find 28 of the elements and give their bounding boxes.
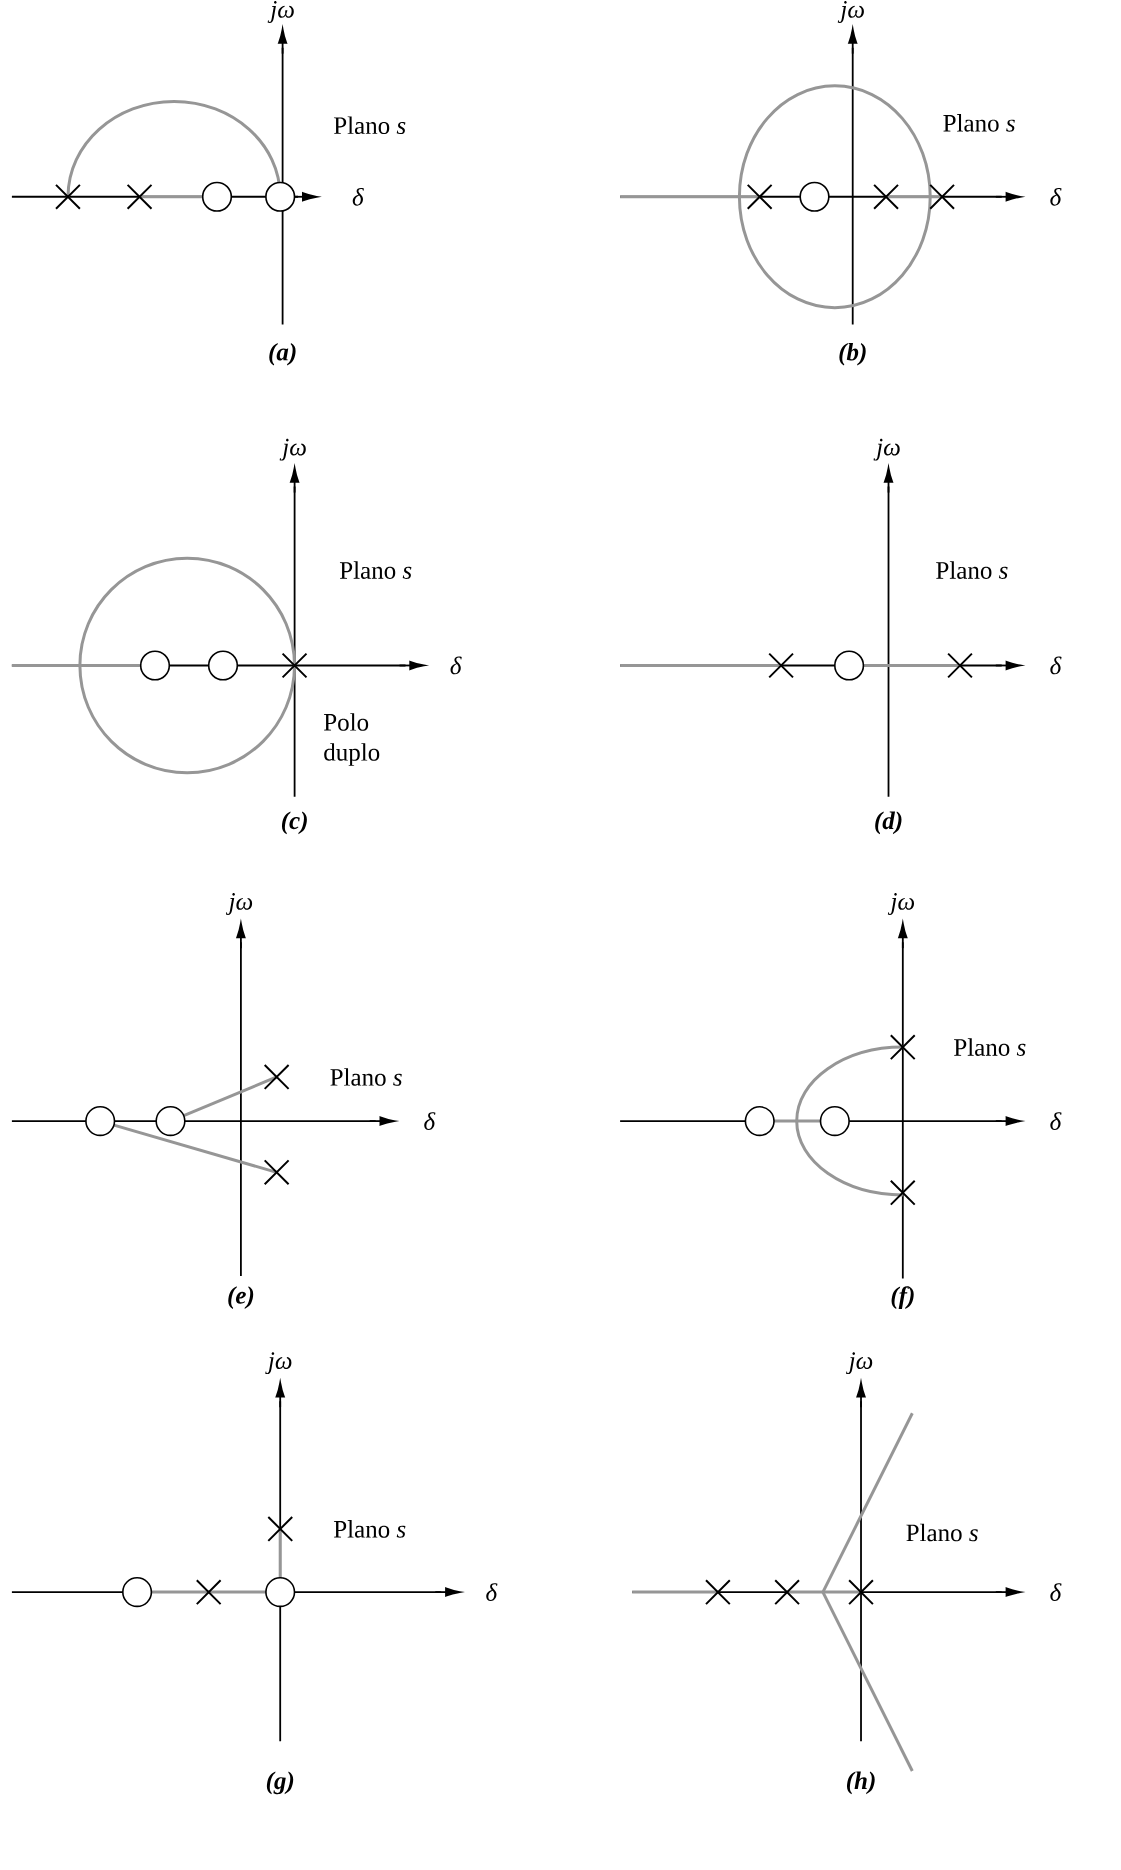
axis-label: δ: [424, 1112, 436, 1130]
axis-label: δ: [1050, 1112, 1062, 1130]
plane-label: Plano s: [906, 1523, 978, 1542]
axis-label: jω: [225, 893, 253, 915]
panel-caption: (f): [891, 1286, 914, 1310]
panel-caption: (e): [228, 1286, 254, 1309]
axis-label: δ: [486, 1583, 498, 1601]
panel-caption: (d): [875, 811, 902, 835]
axis-label: δ: [352, 187, 364, 206]
axis-label: jω: [873, 438, 900, 461]
axis-label: jω: [267, 1, 294, 23]
panel-caption: (h): [846, 1771, 875, 1795]
axis-label: jω: [279, 438, 306, 461]
axis-label: δ: [1050, 1583, 1062, 1601]
axis-label: jω: [265, 1352, 292, 1375]
plane-label: Plano s: [330, 1068, 402, 1086]
axis-label: δ: [1050, 187, 1062, 206]
axis-label: δ: [1050, 656, 1062, 675]
plane-label: Plano s: [333, 116, 406, 135]
panel-caption: (b): [839, 342, 866, 366]
axis-label: jω: [887, 893, 914, 915]
axis-label: jω: [837, 1, 864, 23]
axis-label: δ: [450, 656, 462, 675]
axis-label: jω: [846, 1352, 873, 1375]
plane-label: Plano s: [954, 1038, 1026, 1056]
panel-caption: (c): [281, 811, 307, 835]
panel-caption: (g): [266, 1771, 294, 1795]
panel-caption: (a): [269, 342, 296, 366]
